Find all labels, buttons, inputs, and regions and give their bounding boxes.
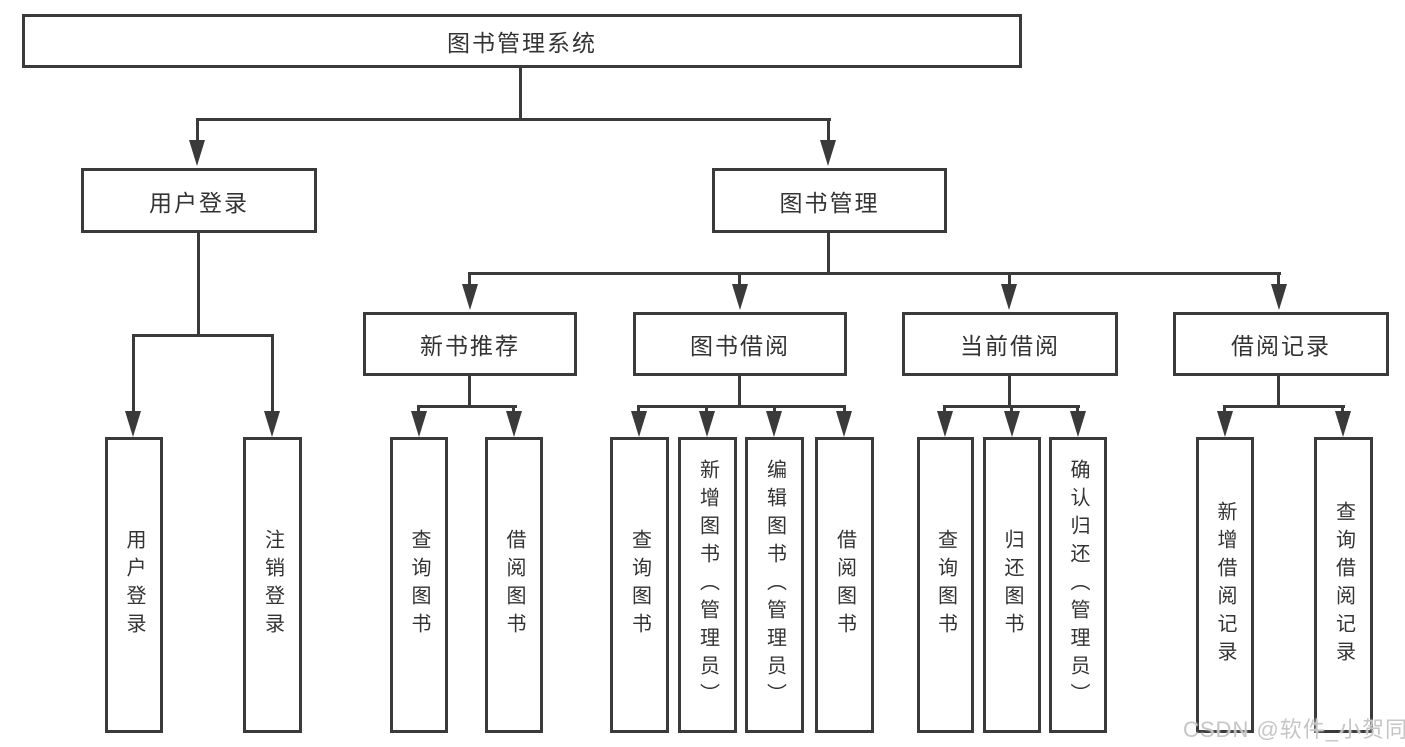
connector-line: [1008, 374, 1011, 407]
node-current-borrowing: 当前借阅: [902, 312, 1118, 376]
connector-line: [132, 334, 135, 416]
leaf-add-book-admin: 新增图书（管理员）: [678, 437, 737, 733]
connector-line: [196, 118, 199, 144]
connector-line: [1277, 272, 1280, 288]
leaf-edit-book-admin: 编辑图书（管理员）: [745, 437, 804, 733]
connector-line: [1277, 374, 1280, 407]
leaf-borrow-books-borrowing: 借阅图书: [815, 437, 874, 733]
connector-line: [773, 405, 776, 415]
connector-arrow: [125, 411, 141, 437]
connector-line: [843, 405, 846, 415]
leaf-query-books-borrowing: 查询图书: [610, 437, 669, 733]
node-label: 用户登录: [149, 189, 249, 216]
connector-line: [417, 405, 420, 415]
connector-line: [943, 405, 946, 415]
connector-line: [468, 374, 471, 408]
connector-line: [738, 374, 741, 407]
connector-arrow: [1271, 284, 1287, 310]
connector-arrow: [699, 411, 715, 437]
connector-line: [637, 405, 640, 415]
connector-line: [1010, 405, 1013, 415]
leaf-label: 新增图书（管理员）: [696, 459, 719, 711]
connector-line: [705, 405, 708, 415]
connector-arrow: [462, 284, 478, 310]
connector-arrow: [820, 140, 836, 166]
node-new-book-recommend: 新书推荐: [363, 312, 577, 376]
node-label: 新书推荐: [420, 333, 520, 359]
node-root-label: 图书管理系统: [447, 30, 597, 56]
leaf-label: 用户登录: [123, 529, 145, 641]
connector-line: [827, 231, 830, 275]
connector-line: [827, 118, 830, 144]
connector-arrow: [631, 411, 647, 437]
leaf-label: 确认归还（管理员）: [1067, 459, 1089, 711]
connector-arrow: [506, 411, 522, 437]
leaf-label: 查询借阅记录: [1332, 501, 1355, 669]
connector-arrow: [1001, 284, 1017, 310]
leaf-add-borrow-record: 新增借阅记录: [1196, 437, 1254, 733]
connector-line: [197, 231, 200, 337]
connector-line: [1223, 405, 1345, 408]
leaf-label: 借阅图书: [833, 529, 856, 641]
connector-arrow: [264, 411, 280, 437]
connector-line: [738, 272, 741, 288]
leaf-confirm-return-admin: 确认归还（管理员）: [1049, 437, 1107, 733]
node-label: 当前借阅: [960, 333, 1060, 359]
leaf-label: 查询图书: [628, 529, 651, 641]
leaf-user-login: 用户登录: [105, 437, 163, 733]
leaf-return-book: 归还图书: [983, 437, 1041, 733]
leaf-logout: 注销登录: [243, 437, 302, 733]
connector-arrow: [836, 411, 852, 437]
node-user-login: 用户登录: [81, 168, 317, 233]
leaf-label: 编辑图书（管理员）: [763, 459, 786, 711]
connector-line: [1076, 405, 1079, 415]
leaf-label: 查询图书: [934, 529, 957, 641]
node-borrowing-records: 借阅记录: [1173, 312, 1389, 376]
connector-line: [468, 272, 1281, 275]
leaf-label: 新增借阅记录: [1214, 501, 1236, 669]
watermark-text: CSDN @软件_小贺同学: [1183, 717, 1405, 742]
leaf-query-books-recommend: 查询图书: [390, 437, 448, 733]
leaf-query-books-current: 查询图书: [917, 437, 974, 733]
connector-arrow: [766, 411, 782, 437]
connector-arrow: [189, 140, 205, 166]
connector-line: [1008, 272, 1011, 288]
leaf-label: 查询图书: [408, 529, 430, 641]
connector-line: [1223, 405, 1226, 415]
leaf-query-borrow-record: 查询借阅记录: [1314, 437, 1373, 733]
connector-line: [132, 334, 274, 337]
connector-line: [271, 334, 274, 416]
node-book-borrowing: 图书借阅: [633, 312, 847, 376]
connector-arrow: [1335, 411, 1351, 437]
connector-arrow: [732, 284, 748, 310]
leaf-label: 归还图书: [1001, 529, 1023, 641]
connector-arrow: [1004, 411, 1020, 437]
connector-line: [196, 118, 831, 121]
node-label: 借阅记录: [1231, 333, 1331, 359]
connector-line: [468, 272, 471, 288]
connector-arrow: [1217, 411, 1233, 437]
connector-line: [512, 405, 515, 415]
connector-arrow: [937, 411, 953, 437]
connector-line: [1341, 405, 1344, 415]
connector-arrow: [1070, 411, 1086, 437]
connector-line: [637, 405, 846, 408]
connector-line: [417, 405, 517, 408]
node-root: 图书管理系统: [22, 14, 1022, 68]
connector-line: [519, 66, 522, 121]
leaf-label: 借阅图书: [503, 529, 525, 641]
node-book-management: 图书管理: [712, 168, 947, 233]
node-label: 图书借阅: [690, 333, 790, 359]
connector-arrow: [411, 411, 427, 437]
node-label: 图书管理: [779, 189, 880, 216]
leaf-borrow-books-recommend: 借阅图书: [485, 437, 543, 733]
leaf-label: 注销登录: [261, 529, 284, 641]
